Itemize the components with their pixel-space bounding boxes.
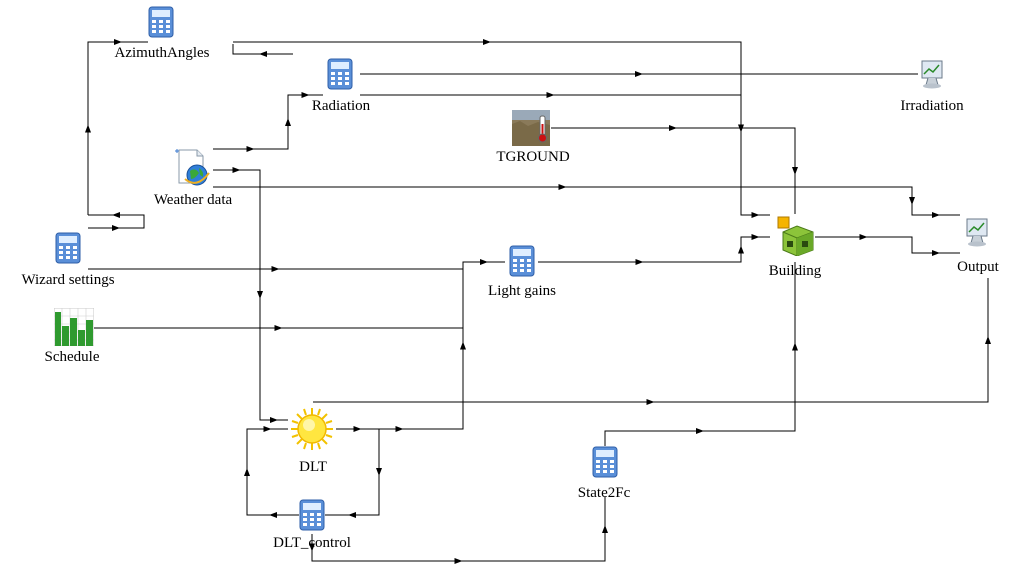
online-plotter-icon xyxy=(966,218,988,247)
arrow-head xyxy=(696,428,704,434)
arrow-head xyxy=(269,512,277,518)
schedule-icon xyxy=(54,308,94,346)
connection-wire[interactable] xyxy=(604,262,796,446)
ground-temperature-icon xyxy=(512,110,550,146)
connection-wire[interactable] xyxy=(313,278,989,403)
calculator-icon xyxy=(148,6,174,38)
component-label: Weather data xyxy=(153,192,233,208)
arrow-head xyxy=(602,525,608,533)
arrow-head xyxy=(909,197,915,205)
arrow-head xyxy=(792,167,798,175)
arrow-head xyxy=(263,426,272,432)
arrow-head xyxy=(558,184,567,190)
arrow-head xyxy=(376,468,382,476)
arrow-head xyxy=(859,234,868,240)
arrow-head xyxy=(483,39,491,45)
arrow-head xyxy=(669,125,677,131)
connection-wire[interactable] xyxy=(232,44,293,55)
arrow-head xyxy=(738,124,744,133)
arrow-head xyxy=(271,266,280,272)
connection-wire[interactable] xyxy=(88,214,145,229)
arrow-head xyxy=(635,259,644,265)
arrow-head xyxy=(546,92,555,98)
component-label: TGROUND xyxy=(496,149,570,165)
connection-wire[interactable] xyxy=(311,497,606,562)
arrow-head xyxy=(792,342,798,351)
connection-wire[interactable] xyxy=(88,261,505,270)
arrow-head xyxy=(244,468,250,476)
component-label: Light gains xyxy=(488,283,556,299)
arrow-head xyxy=(270,417,278,423)
building-icon xyxy=(777,216,814,256)
connection-wire[interactable] xyxy=(87,41,148,215)
arrow-head xyxy=(751,212,760,218)
arrow-head xyxy=(112,225,120,231)
component-label: Wizard settings xyxy=(21,272,115,288)
arrow-head xyxy=(348,512,356,518)
arrow-head xyxy=(454,558,463,564)
arrow-head xyxy=(259,51,267,57)
arrow-head xyxy=(932,212,940,218)
connection-wire[interactable] xyxy=(815,236,960,254)
arrow-head xyxy=(460,341,466,350)
calculator-icon xyxy=(327,58,353,90)
connection-wire[interactable] xyxy=(538,236,770,263)
arrow-head xyxy=(232,167,241,173)
online-plotter-icon xyxy=(921,60,943,89)
arrow-head xyxy=(309,543,315,552)
component-label: Irradiation xyxy=(900,98,964,114)
arrow-head xyxy=(285,118,291,126)
connection-wire[interactable] xyxy=(213,186,960,216)
arrow-head xyxy=(85,124,91,133)
component-label: State2Fc xyxy=(577,485,631,501)
component-label: Output xyxy=(957,259,999,275)
arrow-head xyxy=(751,234,760,240)
connection-wire[interactable] xyxy=(213,94,323,150)
arrow-head xyxy=(301,92,310,98)
component-label: Radiation xyxy=(311,98,371,114)
arrow-head xyxy=(738,245,744,254)
arrow-head xyxy=(257,291,263,299)
component-label: AzimuthAngles xyxy=(114,45,210,61)
weather-data-reader-icon xyxy=(175,149,210,186)
arrow-head xyxy=(635,71,643,77)
arrow-head xyxy=(395,426,404,432)
calculator-icon xyxy=(592,446,618,478)
arrow-head xyxy=(114,39,122,45)
arrow-head xyxy=(353,426,362,432)
connection-wire[interactable] xyxy=(336,262,464,430)
arrow-head xyxy=(985,336,991,344)
sun-icon xyxy=(291,408,333,450)
component-label: Building xyxy=(768,263,822,279)
component-label: Schedule xyxy=(44,349,100,365)
arrow-head xyxy=(480,259,488,265)
arrow-head xyxy=(932,250,940,256)
arrow-head xyxy=(112,212,120,218)
connection-wire[interactable] xyxy=(551,127,796,214)
arrow-head xyxy=(646,399,655,405)
component-label: DLT xyxy=(299,459,327,475)
calculator-icon xyxy=(299,499,325,531)
calculator-icon xyxy=(55,232,81,264)
component-label: DLT_control xyxy=(273,535,351,551)
calculator-icon xyxy=(509,245,535,277)
arrow-head xyxy=(246,146,255,152)
arrow-head xyxy=(274,325,283,331)
